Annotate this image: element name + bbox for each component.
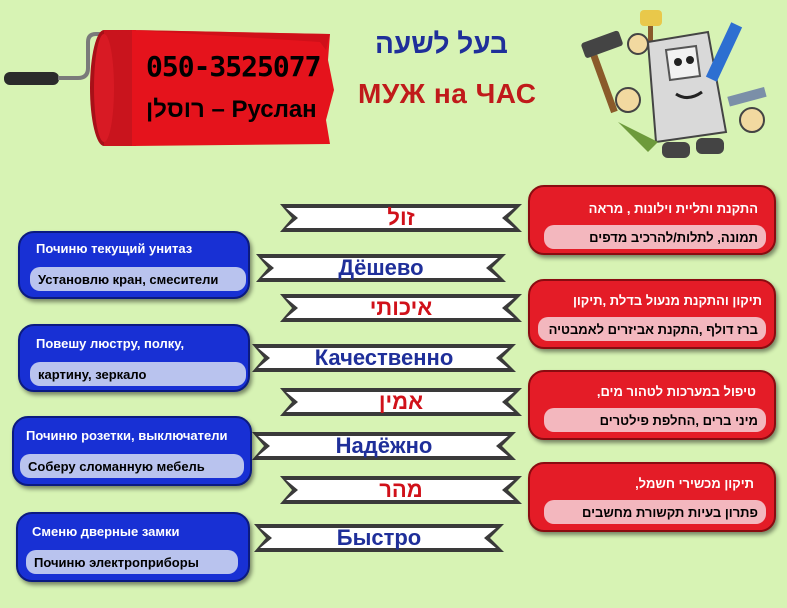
service-line-pill: פתרון בעיות תקשורת מחשבים [544, 500, 766, 524]
service-card-he-3: טיפול במערכות לטהור מים, מיני ברים ,החלפ… [528, 370, 776, 440]
banner-text: מהר [379, 477, 423, 502]
service-card-ru-1: Починю текущий унитаз Установлю кран, см… [18, 231, 250, 299]
banner-russian-2: Дёшево [250, 250, 512, 286]
service-card-ru-4: Сменю дверные замки Починю электроприбор… [16, 512, 250, 582]
service-line: תיקון מכשירי חשמל, [635, 476, 754, 491]
banner-russian-4: Качественно [246, 340, 522, 376]
title-russian: МУЖ на ЧАС [358, 78, 537, 109]
service-card-ru-2: Повешу люстру, полку, картину, зеркало [18, 324, 250, 392]
service-card-ru-3: Починю розетки, выключатели Соберу слома… [12, 416, 252, 486]
banner-ribbon-shape [252, 432, 516, 460]
banner-ribbon-fill [258, 348, 508, 368]
service-line: Повешу люстру, полку, [36, 336, 185, 351]
banner-hebrew-5: אמין [274, 384, 528, 420]
banner-ribbon-fill [286, 480, 514, 500]
service-line: Починю розетки, выключатели [26, 428, 228, 443]
service-line-pill: Починю электроприборы [26, 550, 238, 574]
banner-ribbon-fill [286, 298, 514, 318]
banner-text: זול [387, 205, 415, 230]
banner-ribbon-shape [280, 294, 522, 322]
service-line: התקנת ותליית וילונות , מראה [588, 201, 758, 216]
handyman-robot-icon [581, 10, 767, 158]
banner-text: Качественно [314, 345, 454, 370]
banner-ribbon-shape [280, 476, 522, 504]
service-card-he-4: תיקון מכשירי חשמל, פתרון בעיות תקשורת מח… [528, 462, 776, 532]
contact-name: רוסלן – Руслан [146, 96, 317, 123]
banner-russian-8: Быстро [248, 520, 510, 556]
banner-hebrew-7: מהר [274, 472, 528, 508]
banner-ribbon-shape [280, 204, 522, 232]
banner-ribbon-fill [260, 528, 496, 548]
service-line-pill: Установлю кран, смесители [30, 267, 246, 291]
service-line-pill: картину, зеркало [30, 362, 246, 386]
banner-text: Быстро [336, 525, 422, 550]
service-line-pill: תמונה, לתלות/להרכיב מדפים [544, 225, 766, 249]
service-card-he-1: התקנת ותליית וילונות , מראה תמונה, לתלות… [528, 185, 776, 255]
service-line: טיפול במערכות לטהור מים, [596, 384, 756, 399]
title-hebrew: בעל לשעה [375, 28, 508, 59]
banner-hebrew-3: איכותי [274, 290, 528, 326]
service-line-pill: ברז דולף ,התקנת אביזרים לאמבטיה [538, 317, 766, 341]
banner-ribbon-fill [286, 392, 514, 412]
banner-ribbon-shape [252, 344, 516, 372]
banner-ribbon-fill [258, 436, 508, 456]
banner-text: איכותי [369, 295, 433, 320]
banner-ribbon-shape [256, 254, 506, 282]
phone-number: 050-3525077 [146, 50, 321, 83]
banner-ribbon-shape [280, 388, 522, 416]
banner-russian-6: Надёжно [246, 428, 522, 464]
banner-text: Надёжно [335, 433, 433, 458]
banner-ribbon-fill [262, 258, 498, 278]
banner-text: Дёшево [338, 255, 424, 280]
paint-roller-icon [4, 30, 334, 146]
banner-ribbon-shape [254, 524, 504, 552]
service-line-pill: Соберу сломанную мебель [20, 454, 244, 478]
banner-text: אמין [378, 389, 424, 414]
service-line: Сменю дверные замки [32, 524, 180, 539]
banner-hebrew-1: זול [274, 200, 528, 236]
service-card-he-2: תיקון והתקנת מנעול בדלת ,תיקון ברז דולף … [528, 279, 776, 349]
service-line-pill: מיני ברים ,החלפת פילטרים [544, 408, 766, 432]
banner-ribbon-fill [286, 208, 514, 228]
service-line: Починю текущий унитаз [36, 241, 193, 256]
service-line: תיקון והתקנת מנעול בדלת ,תיקון [572, 293, 762, 308]
